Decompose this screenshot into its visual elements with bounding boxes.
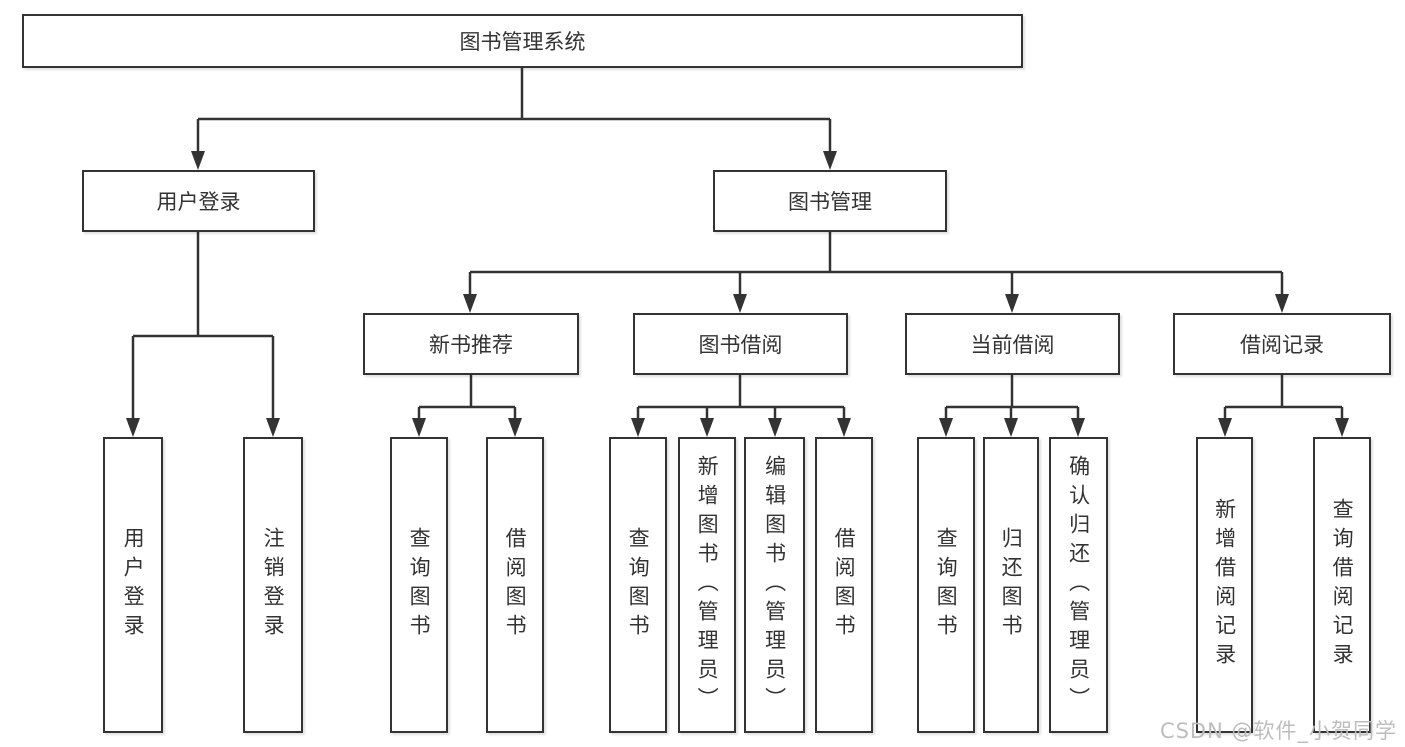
leaf-query-books-recommend: 查询图书 xyxy=(390,437,448,733)
arrow-down-icon xyxy=(1218,418,1232,437)
arrow-down-icon xyxy=(631,418,645,437)
leaf-query-books-borrowing: 查询图书 xyxy=(609,437,667,733)
arrow-down-icon xyxy=(1004,418,1018,437)
node-new-book-recommend: 新书推荐 xyxy=(363,313,579,375)
arrow-down-icon xyxy=(837,418,851,437)
arrow-down-icon xyxy=(1275,294,1289,313)
leaf-add-books-admin: 新增图书（管理员） xyxy=(678,437,736,733)
leaf-add-borrow-record: 新增借阅记录 xyxy=(1196,437,1253,733)
leaf-borrow-books: 借阅图书 xyxy=(815,437,873,733)
arrow-down-icon xyxy=(463,294,477,313)
csdn-watermark: CSDN @软件_小贺同学 xyxy=(1159,719,1397,743)
arrow-down-icon xyxy=(700,418,714,437)
arrow-down-icon xyxy=(1005,294,1019,313)
leaf-logout: 注销登录 xyxy=(243,437,303,733)
arrow-down-icon xyxy=(412,418,426,437)
arrow-down-icon xyxy=(508,418,522,437)
arrow-down-icon xyxy=(191,151,205,170)
leaf-edit-books-admin: 编辑图书（管理员） xyxy=(744,437,805,733)
node-library-system: 图书管理系统 xyxy=(22,14,1023,68)
node-book-management: 图书管理 xyxy=(713,170,947,232)
leaf-return-books: 归还图书 xyxy=(983,437,1039,733)
leaf-confirm-return-admin: 确认归还（管理员） xyxy=(1049,437,1108,733)
node-current-borrowing: 当前借阅 xyxy=(905,313,1120,375)
leaf-query-borrow-record: 查询借阅记录 xyxy=(1313,437,1371,733)
arrow-down-icon xyxy=(1071,418,1085,437)
node-user-login: 用户登录 xyxy=(82,170,315,232)
leaf-user-login: 用户登录 xyxy=(103,437,163,733)
arrow-down-icon xyxy=(126,418,140,437)
arrow-down-icon xyxy=(823,151,837,170)
arrow-down-icon xyxy=(1335,418,1349,437)
arrow-down-icon xyxy=(733,294,747,313)
leaf-borrow-books-recommend: 借阅图书 xyxy=(486,437,544,733)
leaf-query-books-current: 查询图书 xyxy=(917,437,975,733)
arrow-down-icon xyxy=(939,418,953,437)
node-borrowing-records: 借阅记录 xyxy=(1173,313,1391,375)
arrow-down-icon xyxy=(768,418,782,437)
arrow-down-icon xyxy=(266,418,280,437)
node-book-borrowing: 图书借阅 xyxy=(633,313,848,375)
